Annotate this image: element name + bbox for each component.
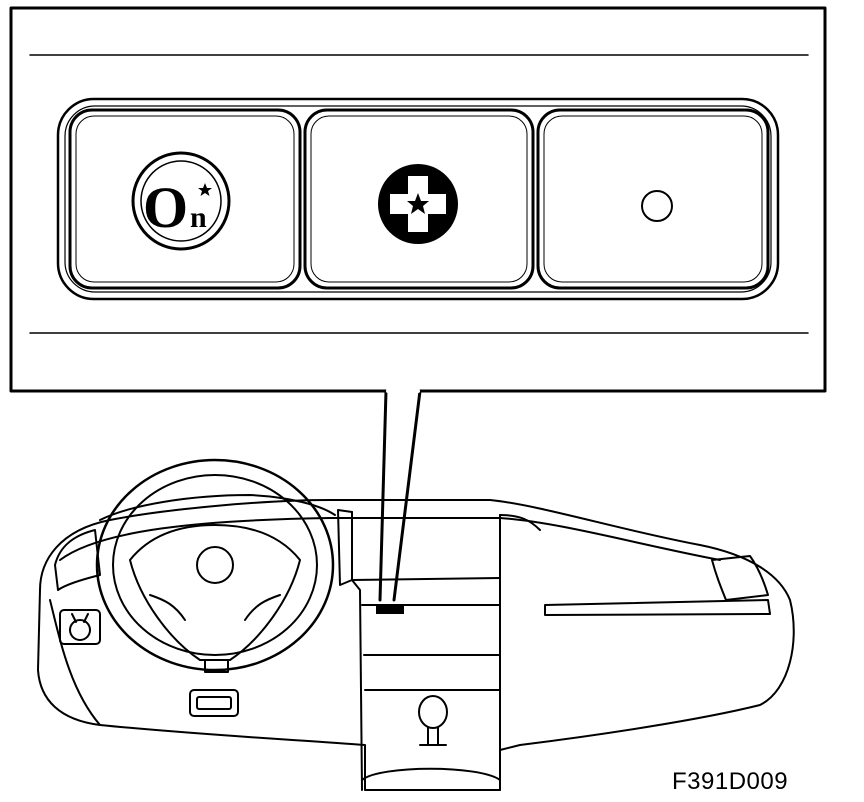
lower-vent <box>189 689 239 717</box>
emergency-button[interactable] <box>303 108 535 290</box>
steering-wheel <box>95 458 335 673</box>
status-button <box>536 108 770 290</box>
emergency-cross-star-icon <box>378 164 458 244</box>
status-indicator-icon <box>641 190 673 222</box>
onstar-button-panel <box>376 604 404 614</box>
gear-shift <box>418 695 448 746</box>
svg-text:O: O <box>143 175 188 240</box>
onstar-logo-icon: O n <box>131 151 231 251</box>
callout-pointer <box>378 389 422 602</box>
figure-code: F391D009 <box>672 768 789 795</box>
onstar-button[interactable]: O n <box>68 108 302 290</box>
headlight-switch <box>59 609 101 645</box>
svg-text:n: n <box>190 201 207 234</box>
dashboard-illustration <box>37 458 795 791</box>
